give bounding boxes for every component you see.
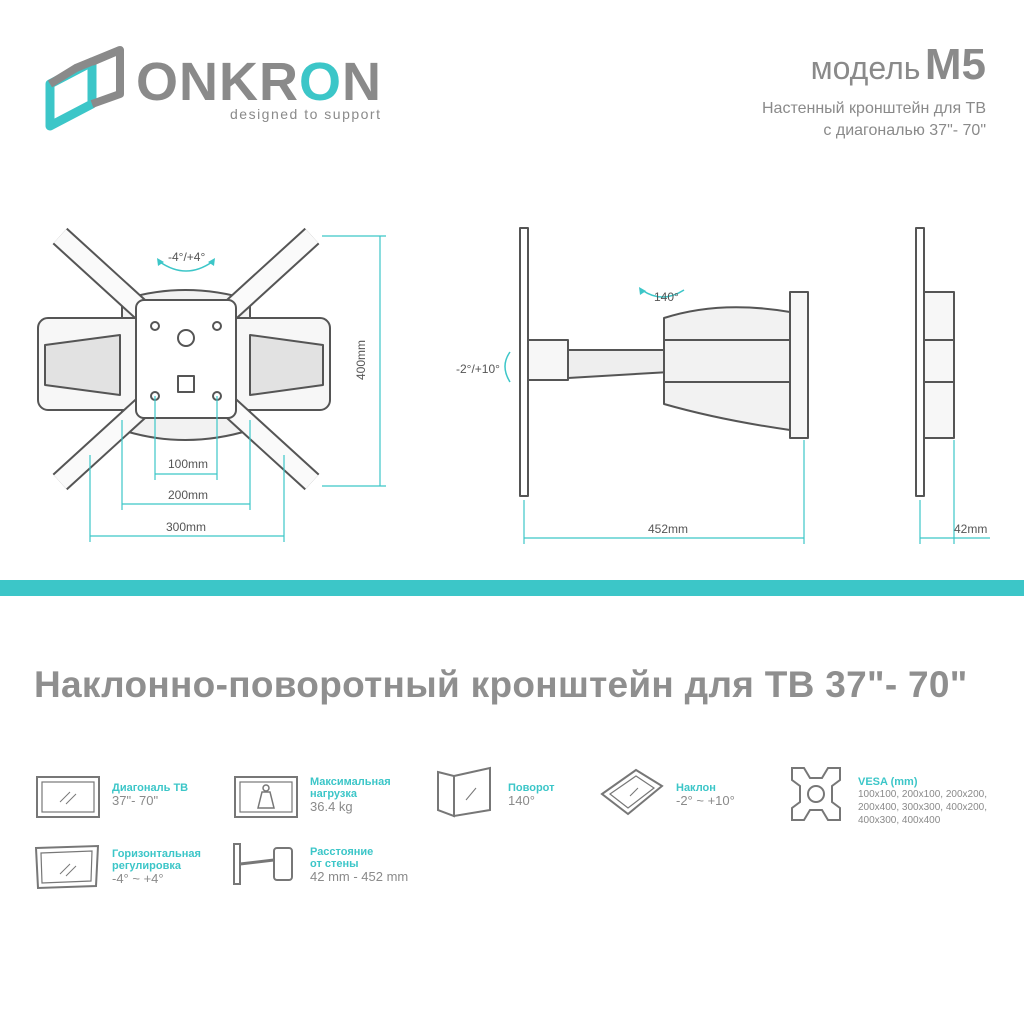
- weight-icon: [234, 776, 298, 818]
- spec-load: Максимальная нагрузка 36.4 kg: [310, 776, 391, 814]
- front-rotation-label: -4°/+4°: [168, 250, 206, 264]
- product-headline: Наклонно-поворотный кронштейн для ТВ 37"…: [34, 664, 968, 705]
- model-number: M5: [924, 40, 986, 89]
- onkron-cube-logo: [45, 46, 124, 131]
- wall-distance-icon: [233, 843, 293, 885]
- side-extension-label: 452mm: [648, 522, 689, 536]
- spec-swivel: Поворот 140°: [508, 782, 555, 808]
- profile-depth-label: 42mm: [954, 522, 988, 536]
- spec-level: Горизонтальная регулировка -4° ~ +4°: [112, 848, 201, 886]
- horizontal-level-icon: [34, 844, 100, 890]
- side-swivel-label: 140°: [654, 290, 679, 304]
- accent-divider: [0, 580, 1024, 596]
- spec-distance: Расстояние от стены 42 mm - 452 mm: [310, 846, 409, 884]
- brand-tagline: designed to support: [230, 106, 382, 122]
- side-tilt-label: -2°/+10°: [456, 362, 500, 376]
- tv-diagonal-icon: [36, 776, 100, 818]
- front-width-200-label: 200mm: [168, 488, 209, 502]
- spec-diagonal: Диагональ ТВ 37"- 70": [112, 782, 189, 808]
- front-width-300-label: 300mm: [166, 520, 207, 534]
- spec-vesa: VESA (mm) 100x100, 200x100, 200x200, 200…: [858, 776, 987, 826]
- swivel-icon: [437, 766, 491, 818]
- vesa-plate-icon: [791, 767, 841, 821]
- model-title: модель M5: [810, 40, 986, 89]
- spec-tilt: Наклон -2° ~ +10°: [676, 782, 735, 808]
- brand-name: ONKRON: [136, 52, 383, 112]
- model-description: Настенный кронштейн для ТВ с диагональю …: [761, 100, 986, 139]
- tilt-icon: [600, 768, 664, 816]
- front-width-100-label: 100mm: [168, 457, 209, 471]
